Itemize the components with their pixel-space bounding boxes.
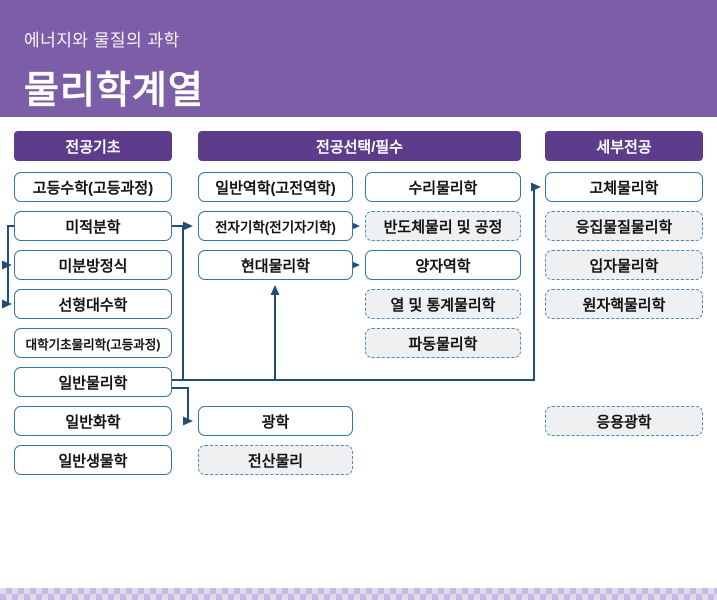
box-electromagnetics: 전자기학(전기자기학) bbox=[198, 211, 353, 241]
banner-subtitle: 에너지와 물질의 과학 bbox=[24, 31, 180, 50]
box-general-mechanics: 일반역학(고전역학) bbox=[198, 172, 353, 202]
box-wave-physics: 파동물리학 bbox=[365, 328, 521, 358]
column-header-major-elective-required: 전공선택/필수 bbox=[198, 131, 521, 161]
page-title: 물리학계열 bbox=[24, 70, 204, 112]
box-highschool-math: 고등수학(고등과정) bbox=[14, 172, 172, 202]
box-general-chemistry: 일반화학 bbox=[14, 406, 172, 436]
box-modern-physics: 현대물리학 bbox=[198, 250, 353, 280]
box-calculus: 미적분학 bbox=[14, 211, 172, 241]
box-particle-physics: 입자물리학 bbox=[545, 250, 703, 280]
box-mathematical-physics: 수리물리학 bbox=[365, 172, 521, 202]
column-header-specialized-major: 세부전공 bbox=[545, 131, 703, 161]
box-solid-state-physics: 고체물리학 bbox=[545, 172, 703, 202]
box-quantum-mechanics: 양자역학 bbox=[365, 250, 521, 280]
box-semiconductor-physics: 반도체물리 및 공정 bbox=[365, 211, 521, 241]
arrow-calculus-to-linear-algebra bbox=[2, 265, 12, 309]
column-header-major-foundation: 전공기초 bbox=[14, 131, 172, 161]
box-linear-algebra: 선형대수학 bbox=[14, 289, 172, 319]
arrow-general-physics-to-optics bbox=[172, 387, 193, 426]
box-optics: 광학 bbox=[198, 406, 353, 436]
page-banner: 에너지와 물질의 과학 물리학계열 bbox=[0, 0, 717, 117]
box-condensed-matter-physics: 응집물질물리학 bbox=[545, 211, 703, 241]
box-computational-physics: 전산물리 bbox=[198, 445, 353, 475]
box-nuclear-physics: 원자핵물리학 bbox=[545, 289, 703, 319]
footer-checker-pattern bbox=[0, 588, 717, 600]
box-thermal-statistical-physics: 열 및 통계물리학 bbox=[365, 289, 521, 319]
box-general-biology: 일반생물학 bbox=[14, 445, 172, 475]
box-general-physics: 일반물리학 bbox=[14, 367, 172, 397]
box-applied-optics: 응용광학 bbox=[545, 406, 703, 436]
box-univ-basic-physics: 대학기초물리학(고등과정) bbox=[14, 328, 172, 358]
box-differential-equations: 미분방정식 bbox=[14, 250, 172, 280]
